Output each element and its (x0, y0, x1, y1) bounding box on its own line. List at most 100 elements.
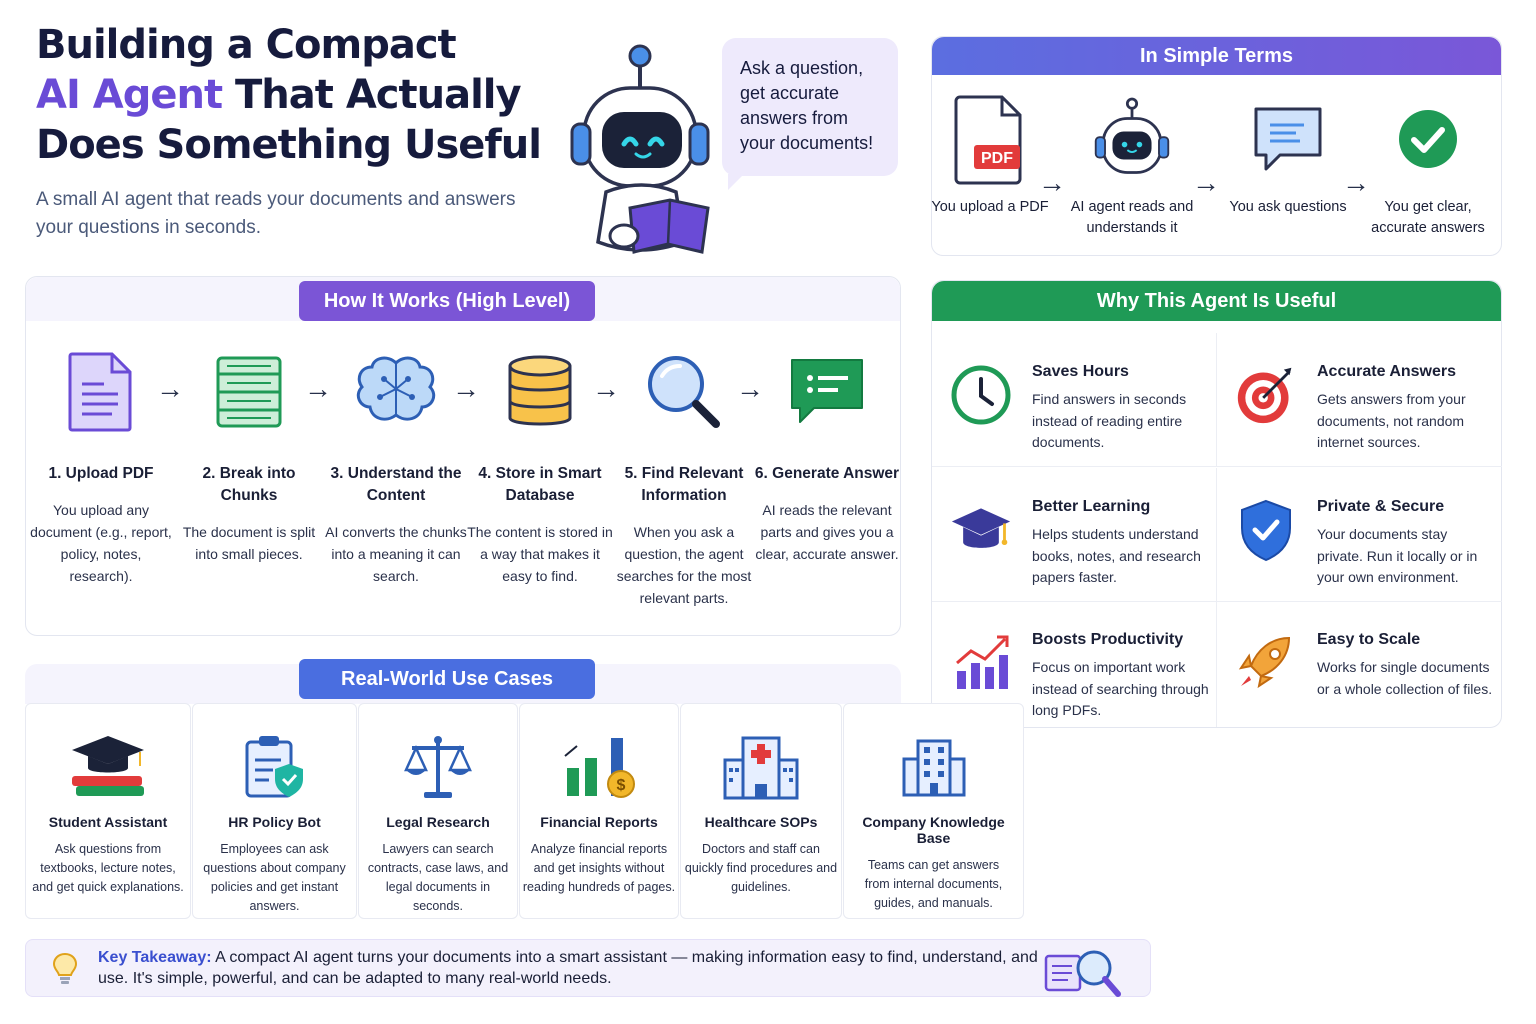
title-line-3: Does Something Useful (36, 122, 542, 168)
why-title: Private & Secure (1317, 498, 1445, 515)
why-desc: Find answers in seconds instead of readi… (1032, 391, 1187, 450)
simple-step-label: You get clear, accurate answers (1371, 199, 1485, 236)
why-item-productivity: Boosts Productivity Focus on important w… (932, 601, 1217, 727)
use-case-desc: Analyze financial reports and get insigh… (522, 842, 676, 894)
how-step-title: 2. Break into Chunks (202, 465, 296, 504)
simple-terms-heading: In Simple Terms (932, 37, 1501, 75)
why-desc: Helps students understand books, notes, … (1032, 526, 1201, 585)
how-it-works-heading: How It Works (High Level) (299, 281, 595, 321)
use-case-title: Company Knowledge Base (862, 814, 1005, 846)
why-desc: Focus on important work instead of searc… (1032, 659, 1209, 718)
use-case-desc: Lawyers can search contracts, case laws,… (367, 842, 509, 913)
simple-terms-panel: In Simple Terms PDF You upload a PDF → (931, 36, 1502, 256)
pdf-file-icon: PDF (950, 93, 1030, 185)
how-step-title: 3. Understand the Content (330, 465, 462, 504)
why-desc: Gets answers from your documents, not ra… (1317, 391, 1466, 450)
scales-icon (359, 722, 517, 812)
why-item-learning: Better Learning Helps students understan… (932, 468, 1217, 602)
use-case-knowledge-base: Company Knowledge Base Teams can get ans… (843, 703, 1024, 919)
simple-step-ask: You ask questions (1218, 93, 1358, 218)
use-case-healthcare: Healthcare SOPs Doctors and staff can qu… (680, 703, 842, 919)
use-case-title: Legal Research (386, 814, 490, 830)
title-line-2-rest: That Actually (222, 72, 522, 118)
why-useful-panel: Why This Agent Is Useful Saves Hours Fin… (931, 280, 1502, 728)
use-case-title: HR Policy Bot (228, 814, 321, 830)
magnifier-icon (611, 349, 757, 435)
flow-arrow: → (304, 373, 332, 404)
key-takeaway-banner: Key Takeaway: A compact AI agent turns y… (25, 939, 1151, 997)
clock-icon (950, 363, 1012, 427)
why-useful-heading: Why This Agent Is Useful (932, 281, 1501, 321)
answer-bubble-icon (754, 349, 900, 435)
flow-arrow: → (736, 373, 764, 404)
use-case-hr: HR Policy Bot Employees can ask question… (192, 703, 357, 919)
flow-arrow: → (1342, 167, 1370, 198)
flow-arrow: → (592, 373, 620, 404)
flow-arrow: → (156, 373, 184, 404)
why-title: Better Learning (1032, 498, 1151, 515)
use-case-title: Healthcare SOPs (704, 814, 818, 830)
how-step-desc: AI converts the chunks into a meaning it… (325, 524, 467, 584)
rocket-icon (1235, 631, 1297, 695)
shield-icon (1235, 498, 1297, 562)
simple-step-upload: PDF You upload a PDF (920, 93, 1060, 218)
use-case-title: Financial Reports (540, 814, 658, 830)
how-step-title: 1. Upload PDF (48, 465, 154, 482)
document-icon (28, 349, 174, 435)
title-line-1: Building a Compact (36, 22, 457, 68)
simple-step-label: You ask questions (1229, 199, 1347, 215)
key-takeaway-body: A compact AI agent turns your documents … (98, 949, 1038, 987)
use-case-legal: Legal Research Lawyers can search contra… (358, 703, 518, 919)
how-step-desc: The content is stored in a way that make… (467, 524, 613, 584)
why-title: Boosts Productivity (1032, 631, 1184, 648)
robot-icon (1092, 93, 1172, 185)
hospital-icon (681, 722, 841, 812)
page-title: Building a Compact AI Agent That Actuall… (36, 20, 556, 170)
checkmark-icon (1388, 93, 1468, 185)
how-step-title: 6. Generate Answer (754, 465, 900, 482)
use-case-desc: Ask questions from textbooks, lecture no… (32, 842, 184, 894)
how-step-4: 4. Store in Smart Database The content i… (467, 349, 613, 587)
simple-step-reads: AI agent reads and understands it (1062, 93, 1202, 239)
robot-mascot-icon (566, 40, 726, 260)
how-step-title: 4. Store in Smart Database (478, 465, 602, 504)
why-title: Accurate Answers (1317, 363, 1457, 380)
brain-icon (323, 349, 469, 435)
title-accent: AI Agent (36, 72, 223, 118)
speech-bubble: Ask a question, get accurate answers fro… (722, 38, 898, 190)
use-cases-heading: Real-World Use Cases (299, 659, 595, 699)
database-icon (467, 349, 613, 435)
simple-step-label: AI agent reads and understands it (1070, 199, 1194, 236)
chat-bubble-icon (1248, 93, 1328, 185)
why-item-saves-hours: Saves Hours Find answers in seconds inst… (932, 333, 1217, 467)
how-step-desc: You upload any document (e.g., report, p… (30, 502, 172, 584)
graduation-cap-icon (950, 498, 1012, 562)
why-title: Saves Hours (1032, 363, 1129, 380)
finance-chart-icon: $ (520, 722, 678, 812)
use-case-desc: Teams can get answers from internal docu… (864, 858, 1003, 910)
chunks-icon (176, 349, 322, 435)
how-it-works-panel: How It Works (High Level) 1. Upload PDF … (25, 276, 901, 636)
clipboard-shield-icon (193, 722, 356, 812)
how-step-desc: AI reads the relevant parts and gives yo… (755, 502, 899, 562)
why-desc: Your documents stay private. Run it loca… (1317, 526, 1478, 585)
use-case-desc: Doctors and staff can quickly find proce… (684, 842, 838, 894)
why-title: Easy to Scale (1317, 631, 1421, 648)
how-step-2: 2. Break into Chunks The document is spl… (176, 349, 322, 565)
office-building-icon (844, 722, 1023, 812)
why-desc: Works for single documents or a whole co… (1317, 659, 1493, 697)
use-case-title: Student Assistant (48, 814, 168, 830)
lightbulb-icon (52, 952, 78, 991)
how-step-title: 5. Find Relevant Information (624, 465, 744, 504)
how-step-desc: When you ask a question, the agent searc… (616, 524, 752, 606)
document-search-icon (1042, 946, 1126, 1003)
why-item-private: Private & Secure Your documents stay pri… (1217, 468, 1502, 602)
page-subtitle: A small AI agent that reads your documen… (36, 189, 516, 238)
simple-step-label: You upload a PDF (931, 199, 1049, 215)
how-step-1: 1. Upload PDF You upload any document (e… (28, 349, 174, 587)
use-case-financial: $ Financial Reports Analyze financial re… (519, 703, 679, 919)
target-icon (1235, 363, 1297, 427)
student-books-icon (26, 722, 190, 812)
pdf-badge-label: PDF (981, 150, 1013, 167)
svg-text:$: $ (617, 777, 626, 794)
